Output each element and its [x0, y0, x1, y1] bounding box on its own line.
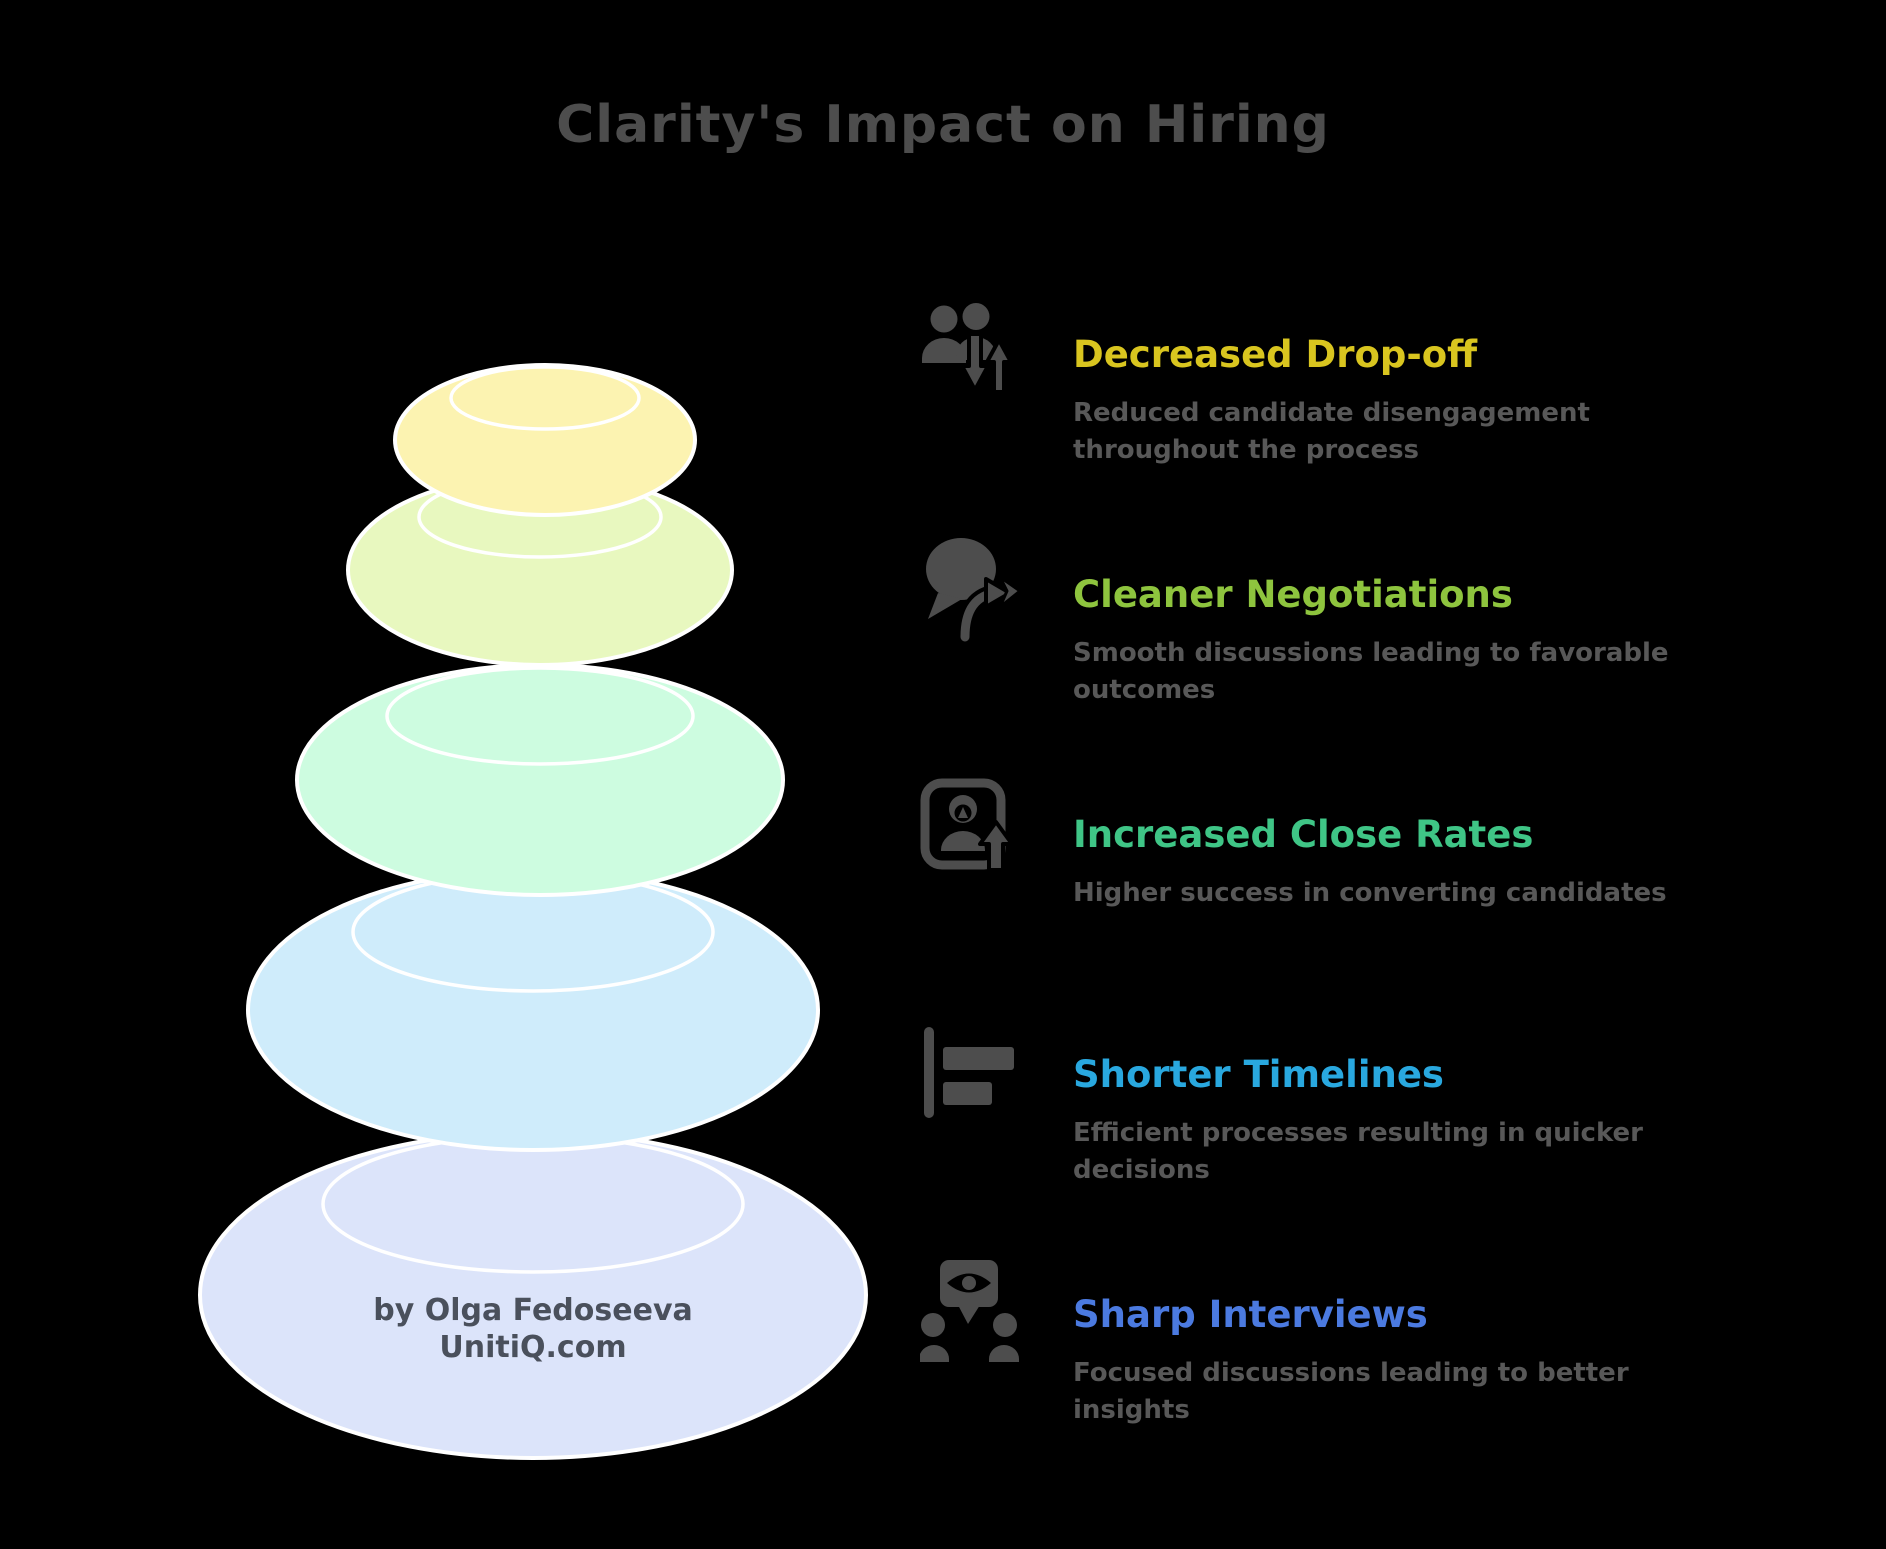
item-increased-close-rates: Increased Close Rates Higher success in … — [1073, 813, 1793, 912]
item-description: Higher success in converting candidates — [1073, 878, 1667, 908]
timeline-bars-icon — [920, 1020, 1020, 1129]
item-cleaner-negotiations: Cleaner Negotiations Smooth discussions … — [1073, 573, 1793, 709]
interview-screen-people-icon — [919, 1258, 1020, 1372]
stone-fourth — [246, 868, 820, 1152]
item-title: Shorter Timelines — [1073, 1053, 1444, 1096]
item-description: Smooth discussions leading to favorable … — [1073, 638, 1669, 705]
item-description: Focused discussions leading to better in… — [1073, 1358, 1629, 1425]
credit-author: by Olga Fedoseeva — [373, 1293, 693, 1328]
item-title: Sharp Interviews — [1073, 1293, 1428, 1336]
item-description: Efficient processes resulting in quicker… — [1073, 1118, 1643, 1185]
item-title: Cleaner Negotiations — [1073, 573, 1513, 616]
profile-frame-up-arrow-icon — [920, 776, 1020, 890]
item-title: Increased Close Rates — [1073, 813, 1534, 856]
speech-bubble-arrow-icon — [920, 533, 1022, 647]
item-description: Reduced candidate disengagement througho… — [1073, 398, 1590, 465]
stone-second — [346, 473, 734, 667]
credit-site: UnitiQ.com — [439, 1330, 627, 1365]
credit: by Olga Fedoseeva UnitiQ.com — [373, 1292, 692, 1366]
item-sharp-interviews: Sharp Interviews Focused discussions lea… — [1073, 1293, 1793, 1429]
item-decreased-drop-off: Decreased Drop-off Reduced candidate dis… — [1073, 333, 1793, 469]
stone-top — [393, 363, 697, 517]
item-title: Decreased Drop-off — [1073, 333, 1478, 376]
stone-third — [295, 663, 785, 897]
item-shorter-timelines: Shorter Timelines Efficient processes re… — [1073, 1053, 1793, 1189]
people-up-down-arrows-icon — [920, 300, 1020, 409]
page-title: Clarity's Impact on Hiring — [556, 95, 1330, 155]
